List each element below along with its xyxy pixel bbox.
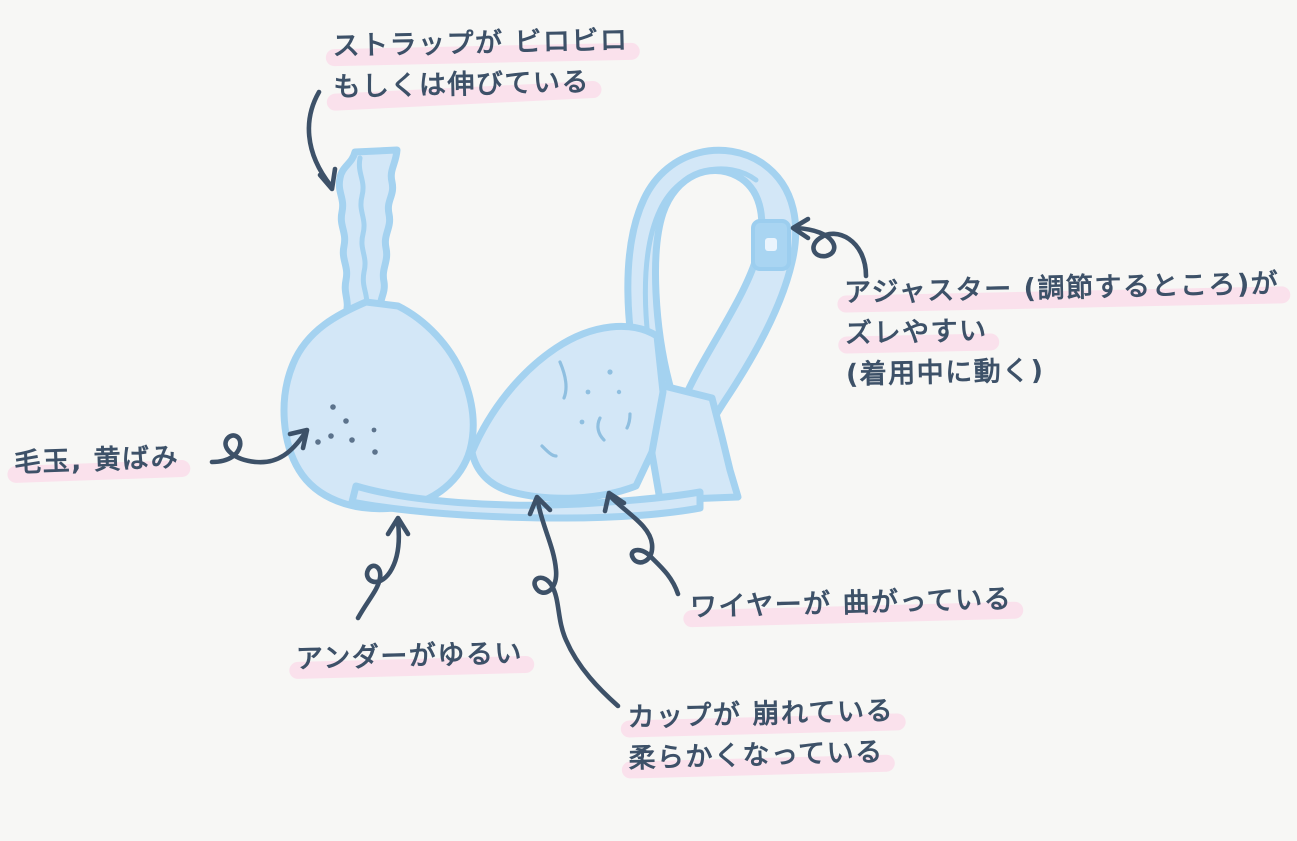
pilling-dots: [315, 404, 378, 455]
left-cup: [280, 298, 477, 513]
right-cup: [468, 322, 667, 502]
wire-note-line-1: ワイヤーが 曲がっている: [690, 579, 1013, 628]
arrow-to-underband: [355, 515, 411, 621]
underband-note-line-1: アンダーがゆるい: [296, 633, 524, 680]
arrow-to-adjuster: [790, 216, 869, 279]
annotation-arrows: [209, 89, 869, 709]
arrow-to-wire: [602, 490, 681, 597]
underband-note: アンダーがゆるい: [296, 633, 524, 680]
cup-note: カップが 崩れている 柔らかくなっている: [627, 691, 896, 780]
adjuster-note: アジャスター (調節するところ)が ズレやすい (着用中に動く): [844, 263, 1282, 395]
cup-note-line-2: 柔らかくなっている: [628, 732, 884, 780]
adjuster-note-line-3: (着用中に動く): [845, 355, 1045, 391]
strap-note-line-2: もしくは伸びている: [333, 62, 590, 108]
adjuster-note-line-1: アジャスター (調節するところ)が: [844, 263, 1280, 313]
under-band: [348, 482, 704, 522]
arrow-to-pilling: [209, 427, 310, 465]
wire-note: ワイヤーが 曲がっている: [690, 579, 1013, 628]
arrow-to-cup: [527, 494, 621, 709]
cup-wrinkle-marks: [540, 360, 632, 458]
strap-adjuster-slider: [751, 219, 791, 271]
pilling-note-line-1: 毛玉, 黄ばみ: [13, 437, 180, 484]
cup-note-line-1: カップが 崩れている: [627, 691, 895, 739]
adjuster-note-line-2: ズレやすい: [845, 311, 988, 355]
strap-note: ストラップが ビロビロ もしくは伸びている: [332, 20, 630, 108]
pilling-note: 毛玉, 黄ばみ: [13, 437, 180, 484]
strap-note-line-1: ストラップが ビロビロ: [332, 20, 629, 67]
left-strap-wavy: [335, 146, 401, 318]
arrow-to-strap: [306, 89, 338, 192]
bra-illustration: [280, 146, 800, 522]
cup-texture-dots: [579, 369, 622, 425]
